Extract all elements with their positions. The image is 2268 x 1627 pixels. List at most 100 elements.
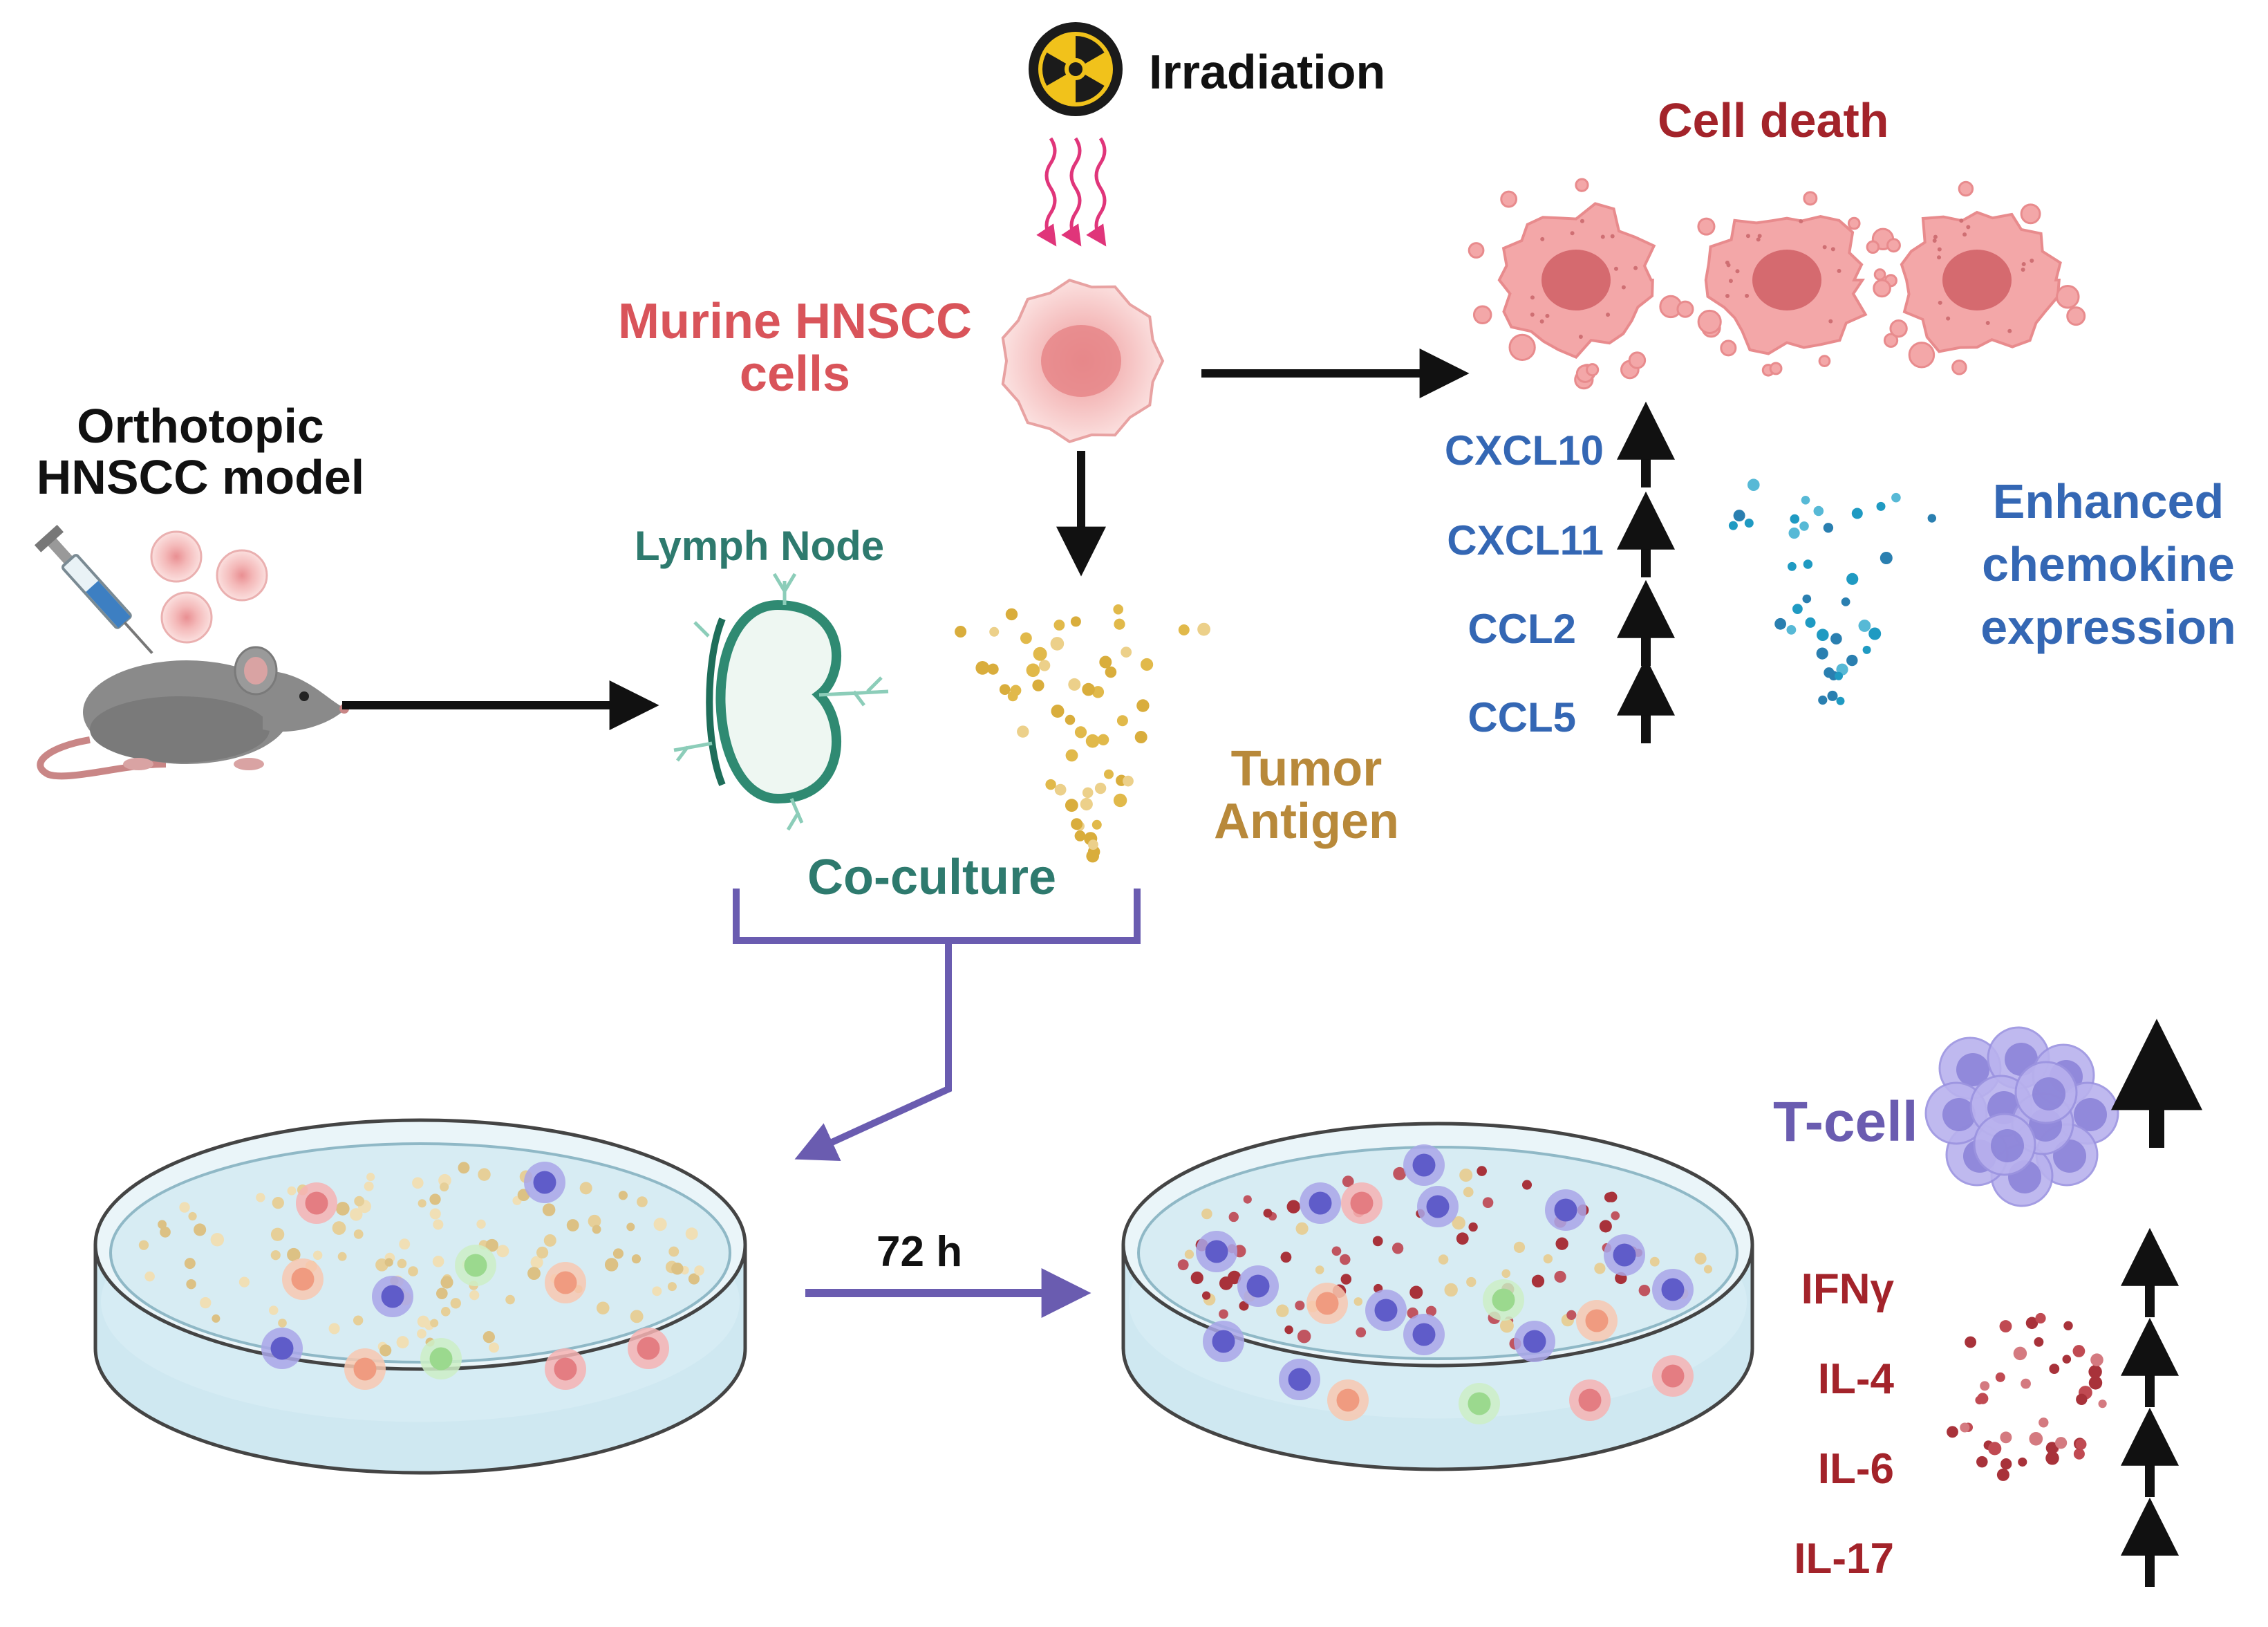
antigen-dot [1459,1169,1473,1182]
particle-dot [1728,521,1738,530]
particle-dot [1033,647,1047,661]
particle-dot [1786,625,1797,635]
cytokine-dot [1995,1372,2005,1382]
antigen-dot [668,1246,680,1257]
antigen-dot [1466,1276,1477,1287]
antigen-dot [1177,1259,1189,1271]
antigen-dot [270,1227,285,1241]
antigen-dot [432,1256,444,1267]
cytokine-label: IL-4 [1817,1355,1894,1403]
particle-dot [1799,521,1809,531]
cytokine-dot [2088,1365,2102,1379]
antigen-dot [450,1298,461,1309]
antigen-dot [653,1218,667,1231]
antigen-dot [1331,1246,1342,1256]
particle-dot [1114,618,1125,630]
antigen-dot [268,1305,279,1315]
particle-dot [1121,647,1132,658]
particle-dot [1050,637,1065,651]
particle-dot [1038,660,1051,671]
particle-dot [1830,633,1842,645]
co-culture-label: Co-culture [807,850,1056,905]
orthotopic-line-2: HNSCC model [36,449,365,504]
antigen-dot [270,1250,281,1261]
particle-dot [1085,734,1100,748]
antigen-dot [1599,1220,1612,1233]
antigen-dot [1499,1319,1514,1333]
particle-dot [1068,678,1081,691]
immune-cell [455,1245,496,1286]
antigen-dot [1604,1192,1615,1202]
particle-dot [1880,552,1893,564]
particle-dot [987,663,999,675]
cytokine-list: IFNγ IL-4 IL-6 IL-17 [1749,1267,1894,1626]
chemokine-label: CCL2 [1468,606,1576,652]
antigen-dot [1342,1175,1354,1188]
cell-death-label: Cell death [1658,93,1889,147]
antigen-dot [353,1229,364,1239]
particle-dot [1074,726,1087,738]
dead-cell-icon [1468,178,1683,390]
immune-cell [1279,1359,1320,1400]
antigen-dot [1566,1310,1577,1320]
particle-dot [1080,797,1093,811]
particle-dot [1054,783,1067,796]
antigen-dot [366,1173,375,1182]
cytokine-label: IL-6 [1817,1445,1894,1493]
antigen-dot [238,1276,250,1287]
particle-dot [1082,787,1094,799]
particle-dot [1858,620,1871,632]
antigen-dot [1184,1249,1194,1259]
t-cell-nucleus [1956,1053,1989,1086]
particle-dot [1178,624,1190,635]
particle-dot [1816,647,1828,660]
antigen-dot [379,1344,392,1357]
tumor-antigen-line-1: Tumor [1230,741,1383,797]
particle-dot [1813,505,1824,517]
immune-cell [1403,1144,1445,1186]
t-cell-nucleus [2032,1077,2065,1110]
antigen-dot [1611,1211,1620,1220]
particle-dot [1113,793,1127,808]
antigen-dot [328,1323,340,1335]
immune-cell [1365,1290,1407,1331]
cytokine-dot [2013,1346,2027,1361]
tumor-cell-icon [1001,279,1165,443]
immune-cell [1237,1265,1279,1307]
immune-cell [1459,1383,1500,1424]
particle-dot [1788,561,1797,571]
antigen-dot [1444,1283,1458,1297]
cytokine-dot [2000,1431,2012,1444]
particle-dot [999,684,1011,695]
particle-dot [1817,629,1829,641]
particle-dot [1805,617,1816,628]
antigen-dot [618,1191,628,1200]
antigen-dot [1284,1325,1293,1335]
particle-dot [1091,686,1105,698]
chemokine-effect-line-3: expression [1980,600,2236,654]
antigen-dot [1353,1297,1363,1306]
antigen-dot [597,1301,610,1314]
antigen-dot [1531,1274,1545,1287]
dead-cell-icon [1866,180,2086,375]
antigen-dot [489,1342,500,1353]
particle-dot [1082,682,1095,696]
particle-dot [1868,627,1882,640]
antigen-dot [1477,1166,1487,1176]
antigen-dot [1239,1301,1249,1311]
lymph-node-icon [673,573,889,831]
particle-dot [1097,734,1109,746]
antigen-dot [652,1286,662,1296]
particle-dot [1747,478,1760,491]
antigen-dot [1501,1269,1511,1279]
incubation-label: 72 h [877,1228,963,1276]
antigen-dot [543,1234,556,1247]
particle-dot [1846,573,1859,585]
particle-dot [1803,559,1813,569]
antigen-dot [542,1203,556,1216]
antigen-dot [430,1319,439,1328]
particle-dot [1790,514,1800,524]
t-cell-label: T-cell [1773,1090,1918,1153]
immune-cell [372,1276,413,1317]
